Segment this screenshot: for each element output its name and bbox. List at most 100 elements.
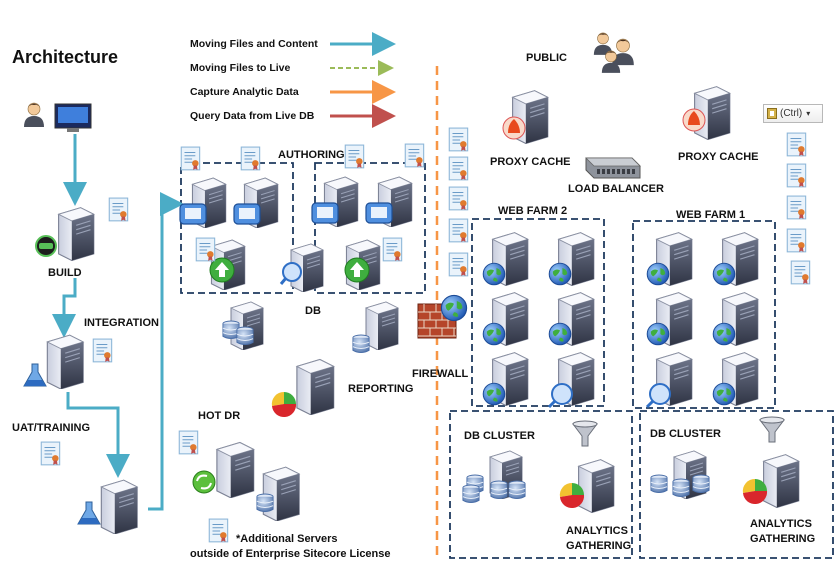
funnel-top — [759, 416, 785, 424]
database-icon — [236, 326, 254, 346]
search-icon — [282, 262, 302, 282]
database-icon — [672, 478, 690, 498]
build-server — [58, 207, 95, 261]
analytics-pie-icon-slice — [572, 483, 584, 495]
sync-icon-arrows — [196, 474, 212, 490]
license-document-icon — [208, 518, 229, 543]
flask-liquid — [24, 380, 46, 386]
legend-label-analytic-data: Capture Analytic Data — [190, 86, 299, 98]
load-balancer-port — [602, 169, 605, 174]
license-document-icon — [195, 237, 216, 262]
analytics-pie-icon-slice — [755, 479, 767, 491]
monitor-screen — [58, 107, 88, 123]
globe-icon — [482, 262, 506, 286]
screen-icon-inner — [239, 208, 255, 219]
globe-icon — [712, 262, 736, 286]
legend-label-files-content: Moving Files and Content — [190, 38, 318, 50]
web-farm-2-label: WEB FARM 2 — [498, 205, 568, 217]
search-icon — [551, 383, 573, 405]
globe-icon — [712, 382, 736, 406]
license-document-icon — [240, 146, 261, 171]
license-document-icon — [448, 252, 469, 277]
db-cluster-left-box — [449, 410, 633, 559]
reporting-server — [296, 358, 335, 415]
chevron-down-icon: ▾ — [806, 109, 811, 118]
flow-arrow-to-authoring — [148, 192, 184, 511]
license-document-icon — [448, 127, 469, 152]
license-document-icon — [448, 218, 469, 243]
analytics-pie-icon-slice — [743, 491, 768, 505]
license-document-icon — [786, 195, 807, 220]
load-balancer-port — [617, 169, 620, 174]
public-label: PUBLIC — [526, 52, 567, 64]
page-title: Architecture — [12, 47, 119, 67]
license-document-icon — [404, 143, 425, 168]
analytics-pie-icon-slice — [559, 482, 572, 497]
hot-dr-server — [216, 441, 255, 498]
load-balancer-port — [632, 169, 635, 174]
uat-training-label: UAT/TRAINING — [12, 422, 91, 434]
authoring-box-left — [180, 162, 294, 294]
firewall-label: FIREWALL — [412, 368, 469, 380]
license-document-icon — [40, 441, 61, 466]
public-user-icon — [611, 38, 635, 66]
globe-icon — [482, 382, 506, 406]
search-icon-handle — [645, 399, 655, 409]
legend-label-files-live: Moving Files to Live — [190, 62, 291, 74]
monitor-stand — [67, 128, 79, 132]
license-document-icon — [344, 144, 365, 169]
user-icon — [23, 102, 45, 128]
license-document-icon — [108, 197, 129, 222]
flask-liquid — [78, 518, 100, 524]
hot-dr-label: HOT DR — [198, 410, 241, 422]
globe-icon — [482, 322, 506, 346]
screen-icon-inner — [371, 207, 387, 218]
integration-server — [46, 334, 84, 389]
flow-arrow-to-uat — [66, 392, 130, 478]
paste-options-label: (Ctrl) — [780, 108, 803, 119]
load-balancer-port — [597, 169, 600, 174]
analytics-server — [578, 459, 615, 513]
database-icon — [508, 480, 526, 500]
integration-label: INTEGRATION — [84, 317, 159, 329]
license-document-icon — [382, 237, 403, 262]
load-balancer-top — [585, 157, 641, 167]
proxy-cache-right-label: PROXY CACHE — [678, 151, 759, 163]
analytics-right-label-1: ANALYTICS — [750, 518, 812, 530]
analytics-left-label-1: ANALYTICS — [566, 525, 628, 537]
load-balancer-port — [627, 169, 630, 174]
globe-icon — [548, 262, 572, 286]
load-balancer-label: LOAD BALANCER — [568, 183, 664, 195]
build-badge-inner — [39, 243, 53, 249]
uat-server — [100, 479, 138, 534]
paste-options-button[interactable]: (Ctrl) ▾ — [763, 104, 823, 123]
analytics-pie-icon-slice — [560, 495, 585, 509]
analytics-right-label-2: GATHERING — [750, 533, 816, 545]
globe-icon — [712, 322, 736, 346]
footnote-line-1: *Additional Servers — [236, 533, 338, 545]
web-farm-1-label: WEB FARM 1 — [676, 209, 746, 221]
upload-arrow — [350, 262, 364, 277]
license-document-icon — [448, 156, 469, 181]
upload-arrow — [215, 262, 229, 277]
license-document-icon — [178, 430, 199, 455]
analytics-server — [763, 454, 800, 508]
screen-icon-inner — [185, 208, 201, 219]
globe-icon — [646, 322, 670, 346]
license-document-icon — [180, 146, 201, 171]
firewall-globe-icon — [440, 294, 468, 322]
license-document-icon — [786, 228, 807, 253]
search-icon-handle — [547, 399, 557, 409]
clipboard-icon — [767, 108, 777, 119]
flow-arrow-to-integration — [52, 278, 77, 338]
db-label: DB — [305, 305, 321, 317]
database-icon — [692, 474, 710, 494]
analytics-left-label-2: GATHERING — [566, 540, 632, 552]
analytics-pie-icon-slice — [742, 478, 755, 493]
build-label: BUILD — [48, 267, 82, 279]
search-icon — [649, 383, 671, 405]
reporting-label: REPORTING — [348, 383, 414, 395]
sync-icon — [192, 470, 216, 494]
